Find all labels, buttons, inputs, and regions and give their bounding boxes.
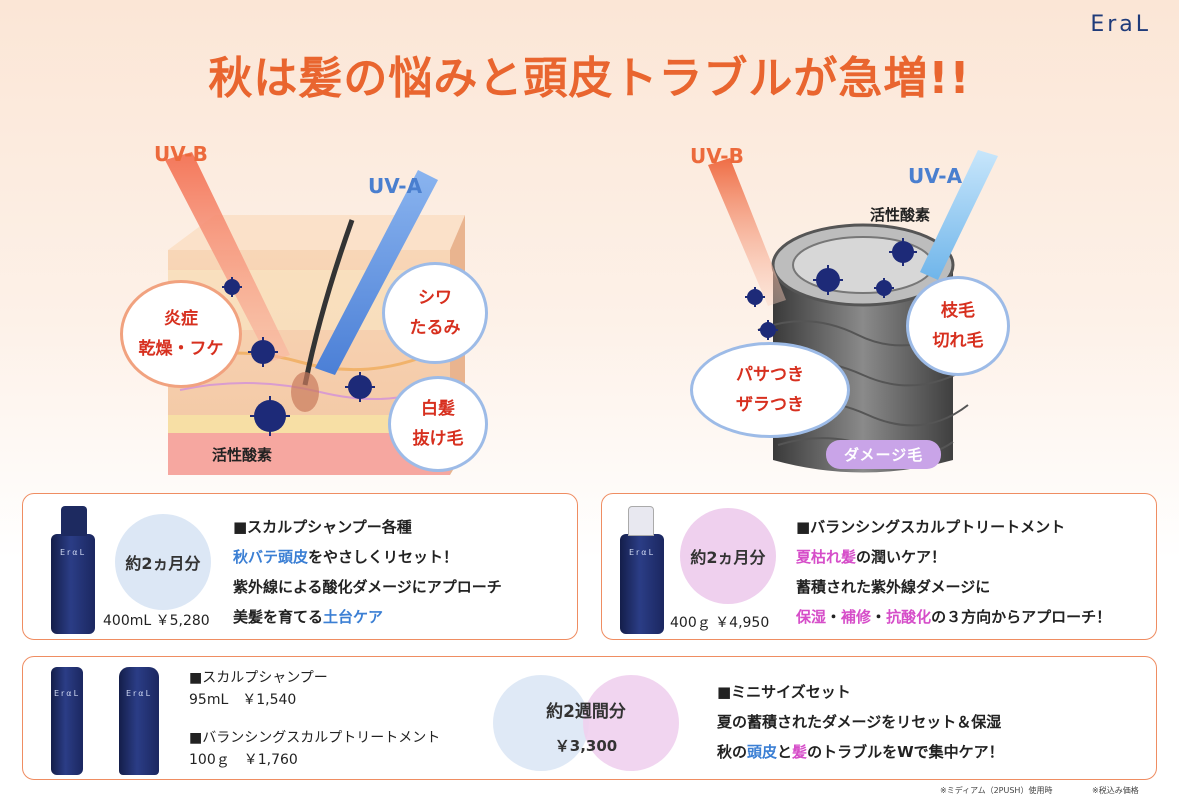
highlight: 秋バテ頭皮 bbox=[233, 548, 309, 566]
text: のトラブルをWで集中ケア！ bbox=[807, 743, 1004, 761]
duration-circle-blue bbox=[493, 675, 589, 771]
inflammation-bubble: 炎症 乾燥・フケ bbox=[120, 280, 242, 388]
desc-line-2: 紫外線による酸化ダメージにアプローチ bbox=[233, 578, 502, 596]
mini-set-line-2: 秋の頭皮と髪のトラブルをWで集中ケア！ bbox=[717, 737, 1004, 767]
shampoo-bottle-image: ErαL bbox=[51, 534, 95, 634]
mini-set-duration: 約2週間分 bbox=[546, 702, 626, 722]
mini-set-line-1: 夏の蓄積されたダメージをリセット＆保湿 bbox=[717, 713, 1002, 731]
mini-set-title: ■ミニサイズセット bbox=[717, 683, 851, 701]
hair-illustration: UV-B UV-A 活性酸素 パサつき ザラつき 枝毛 切れ毛 ダメージ毛 bbox=[688, 130, 1028, 490]
highlight: 補修 bbox=[841, 608, 872, 626]
split-ends-bubble: 枝毛 切れ毛 bbox=[906, 276, 1010, 376]
product-title: ■バランシングスカルプトリートメント bbox=[796, 518, 1066, 536]
highlight: 保湿 bbox=[796, 608, 827, 626]
bubble-text-2: たるみ bbox=[409, 318, 461, 338]
pump-head bbox=[61, 506, 87, 536]
text: をやさしくリセット！ bbox=[308, 548, 459, 566]
text: 秋の bbox=[717, 743, 748, 761]
mini-shampoo-bottle-image: ErαL bbox=[51, 667, 83, 775]
text: と bbox=[777, 743, 793, 761]
mini-item-1-price: 95mL ￥1,540 bbox=[189, 692, 297, 708]
highlight: 土台ケア bbox=[323, 608, 384, 626]
mini-treatment-tube-image: ErαL bbox=[119, 667, 159, 775]
product-description: ■バランシングスカルプトリートメント 夏枯れ髪の潤いケア！ 蓄積された紫外線ダメ… bbox=[796, 512, 1111, 632]
desc-line-2: 蓄積された紫外線ダメージに bbox=[796, 578, 991, 596]
mini-item-list: ■スカルプシャンプー 95mL ￥1,540 ■バランシングスカルプトリートメン… bbox=[189, 667, 440, 771]
bubble-text-1: 枝毛 bbox=[941, 301, 975, 321]
mini-set-description: ■ミニサイズセット 夏の蓄積されたダメージをリセット＆保湿 秋の頭皮と髪のトラブ… bbox=[717, 677, 1004, 767]
uva-label: UV-A bbox=[908, 164, 963, 188]
duration-text: 約2ヵ月分 bbox=[690, 548, 766, 567]
bubble-text-2: 切れ毛 bbox=[932, 331, 984, 351]
mini-set-total-price: ￥3,300 bbox=[554, 737, 618, 755]
duration-circle: 約2ヵ月分 bbox=[680, 508, 776, 604]
highlight: 抗酸化 bbox=[886, 608, 932, 626]
bubble-text-1: 炎症 bbox=[164, 309, 198, 329]
active-oxygen-label: 活性酸素 bbox=[870, 206, 931, 224]
damaged-hair-badge: ダメージ毛 bbox=[826, 440, 942, 469]
text: の潤いケア！ bbox=[856, 548, 947, 566]
mini-item-2-title: ■バランシングスカルプトリートメント bbox=[189, 730, 441, 746]
bubble-text-2: 乾燥・フケ bbox=[138, 339, 224, 359]
product-price: 400ｇ ￥4,950 bbox=[670, 615, 770, 631]
usage-note: ※ミディアム（2PUSH）使用時 bbox=[940, 786, 1053, 795]
wrinkle-bubble: シワ たるみ bbox=[382, 262, 488, 364]
desc-line-3: 美髪を育てる土台ケア bbox=[233, 602, 502, 632]
active-oxygen-label: 活性酸素 bbox=[212, 446, 273, 464]
product-title: ■スカルプシャンプー各種 bbox=[233, 518, 412, 536]
dryness-bubble: パサつき ザラつき bbox=[690, 342, 850, 438]
tax-note: ※税込み価格 bbox=[1092, 786, 1139, 795]
bubble-text-2: 抜け毛 bbox=[412, 429, 464, 449]
uva-label: UV-A bbox=[368, 174, 423, 198]
bubble-text-1: シワ bbox=[418, 288, 452, 308]
text: 美髪を育てる bbox=[233, 608, 324, 626]
treatment-product-card: ErαL 約2ヵ月分 400ｇ ￥4,950 ■バランシングスカルプトリートメン… bbox=[601, 493, 1157, 640]
shampoo-product-card: ErαL 約2ヵ月分 400mL ￥5,280 ■スカルプシャンプー各種 秋バテ… bbox=[22, 493, 578, 640]
mini-item-2-price: 100ｇ ￥1,760 bbox=[189, 752, 298, 768]
text: ・ bbox=[871, 608, 887, 626]
bubble-text-2: ザラつき bbox=[736, 395, 804, 415]
desc-line-1: 秋バテ頭皮をやさしくリセット！ bbox=[233, 542, 502, 572]
text: の３方向からアプローチ！ bbox=[931, 608, 1112, 626]
duration-circle: 約2ヵ月分 bbox=[115, 514, 211, 610]
uvb-label: UV-B bbox=[154, 142, 208, 166]
skin-illustration: UV-B UV-A 炎症 乾燥・フケ シワ たるみ 白髪 抜け毛 活性酸素 bbox=[120, 130, 500, 490]
bubble-text-1: 白髪 bbox=[421, 399, 455, 419]
highlight: 夏枯れ髪 bbox=[796, 548, 857, 566]
product-description: ■スカルプシャンプー各種 秋バテ頭皮をやさしくリセット！ 紫外線による酸化ダメー… bbox=[233, 512, 502, 632]
duration-text: 約2ヵ月分 bbox=[125, 554, 201, 573]
highlight: 頭皮 bbox=[747, 743, 778, 761]
mini-set-card: ErαL ErαL ■スカルプシャンプー 95mL ￥1,540 ■バランシング… bbox=[22, 656, 1157, 780]
mini-item-1-title: ■スカルプシャンプー bbox=[189, 670, 328, 686]
treatment-bottle-image: ErαL bbox=[620, 534, 664, 634]
product-price: 400mL ￥5,280 bbox=[103, 613, 210, 629]
brand-logo: EraL bbox=[1090, 12, 1151, 37]
pump-head bbox=[628, 506, 654, 536]
duration-circle-pink bbox=[583, 675, 679, 771]
desc-line-3: 保湿・補修・抗酸化の３方向からアプローチ！ bbox=[796, 602, 1111, 632]
uvb-label: UV-B bbox=[690, 144, 744, 168]
desc-line-1: 夏枯れ髪の潤いケア！ bbox=[796, 542, 1111, 572]
highlight: 髪 bbox=[792, 743, 808, 761]
page-title: 秋は髪の悩みと頭皮トラブルが急増!! bbox=[208, 53, 971, 104]
text: ・ bbox=[826, 608, 842, 626]
bubble-text-1: パサつき bbox=[736, 365, 804, 385]
grey-hair-bubble: 白髪 抜け毛 bbox=[388, 376, 488, 472]
